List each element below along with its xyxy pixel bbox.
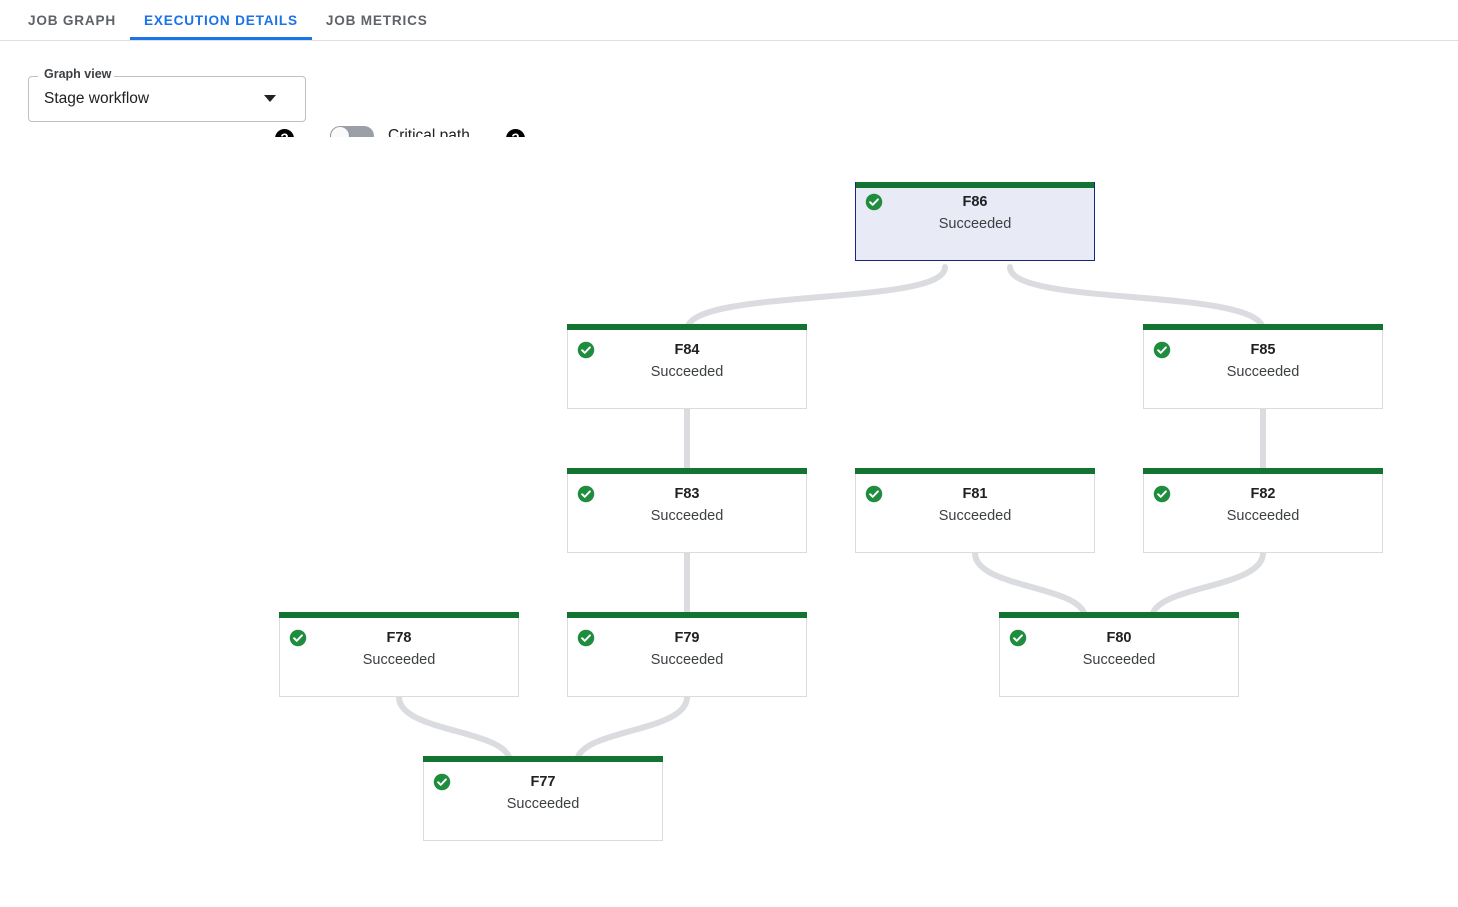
node-title: F77 bbox=[530, 774, 556, 790]
chevron-down-icon[interactable] bbox=[264, 95, 276, 102]
tab-bar: JOB GRAPH EXECUTION DETAILS JOB METRICS bbox=[0, 0, 1458, 41]
node-status-label: Succeeded bbox=[1082, 652, 1156, 668]
tab-job-metrics-label: JOB METRICS bbox=[325, 12, 428, 28]
node-status-label: Succeeded bbox=[650, 508, 724, 524]
check-circle-icon bbox=[865, 193, 883, 211]
check-circle-icon bbox=[1009, 629, 1027, 647]
edge-f86-f84 bbox=[684, 264, 948, 333]
check-circle-icon bbox=[577, 341, 595, 359]
edge-f81-f80 bbox=[972, 550, 1088, 621]
graph-toolbar: Graph view Stage workflow ? Critical pat… bbox=[0, 41, 1458, 148]
node-title: F80 bbox=[1106, 630, 1132, 646]
check-circle-icon bbox=[577, 485, 595, 503]
node-status-label: Succeeded bbox=[506, 796, 580, 812]
node-status-bar bbox=[855, 468, 1095, 474]
node-title: F85 bbox=[1250, 342, 1276, 358]
node-status-bar bbox=[999, 612, 1239, 618]
node-title: F86 bbox=[962, 194, 988, 210]
node-title: F83 bbox=[674, 486, 700, 502]
tab-job-metrics[interactable]: JOB METRICS bbox=[312, 0, 442, 40]
node-status-bar bbox=[567, 612, 807, 618]
tab-job-graph-label: JOB GRAPH bbox=[28, 12, 117, 28]
node-status-label: Succeeded bbox=[938, 508, 1012, 524]
check-circle-icon bbox=[865, 485, 883, 503]
edge-f79-f77 bbox=[574, 694, 690, 765]
check-circle-icon bbox=[577, 629, 595, 647]
check-circle-icon bbox=[1153, 341, 1171, 359]
node-status-bar bbox=[423, 756, 663, 762]
node-status-label: Succeeded bbox=[650, 364, 724, 380]
node-status-bar bbox=[856, 182, 1094, 188]
check-circle-icon bbox=[289, 629, 307, 647]
node-title: F81 bbox=[962, 486, 988, 502]
node-status-bar bbox=[1143, 324, 1383, 330]
node-status-bar bbox=[279, 612, 519, 618]
edge-f82-f80 bbox=[1149, 550, 1266, 621]
node-status-label: Succeeded bbox=[1226, 508, 1300, 524]
graph-view-label: Graph view bbox=[44, 67, 112, 81]
check-circle-icon bbox=[433, 773, 451, 791]
node-status-bar bbox=[567, 324, 807, 330]
graph-view-select[interactable]: Graph view Stage workflow bbox=[28, 67, 306, 122]
check-circle-icon bbox=[1153, 485, 1171, 503]
node-title: F79 bbox=[674, 630, 700, 646]
node-title: F78 bbox=[386, 630, 412, 646]
node-title: F84 bbox=[674, 342, 700, 358]
node-status-label: Succeeded bbox=[1226, 364, 1300, 380]
node-status-bar bbox=[1143, 468, 1383, 474]
edge-f86-f85 bbox=[1007, 264, 1266, 333]
graph-view-select-box[interactable] bbox=[28, 76, 306, 122]
graph-view-label-notch bbox=[38, 75, 114, 77]
tab-job-graph[interactable]: JOB GRAPH bbox=[14, 0, 130, 40]
tab-execution-details-label: EXECUTION DETAILS bbox=[144, 12, 298, 28]
node-status-bar bbox=[567, 468, 807, 474]
node-title: F82 bbox=[1250, 486, 1276, 502]
edge-f78-f77 bbox=[396, 694, 513, 765]
node-status-label: Succeeded bbox=[650, 652, 724, 668]
node-status-label: Succeeded bbox=[938, 216, 1012, 232]
graph-view-value: Stage workflow bbox=[44, 90, 150, 107]
node-status-label: Succeeded bbox=[362, 652, 436, 668]
tab-execution-details[interactable]: EXECUTION DETAILS bbox=[130, 0, 312, 40]
